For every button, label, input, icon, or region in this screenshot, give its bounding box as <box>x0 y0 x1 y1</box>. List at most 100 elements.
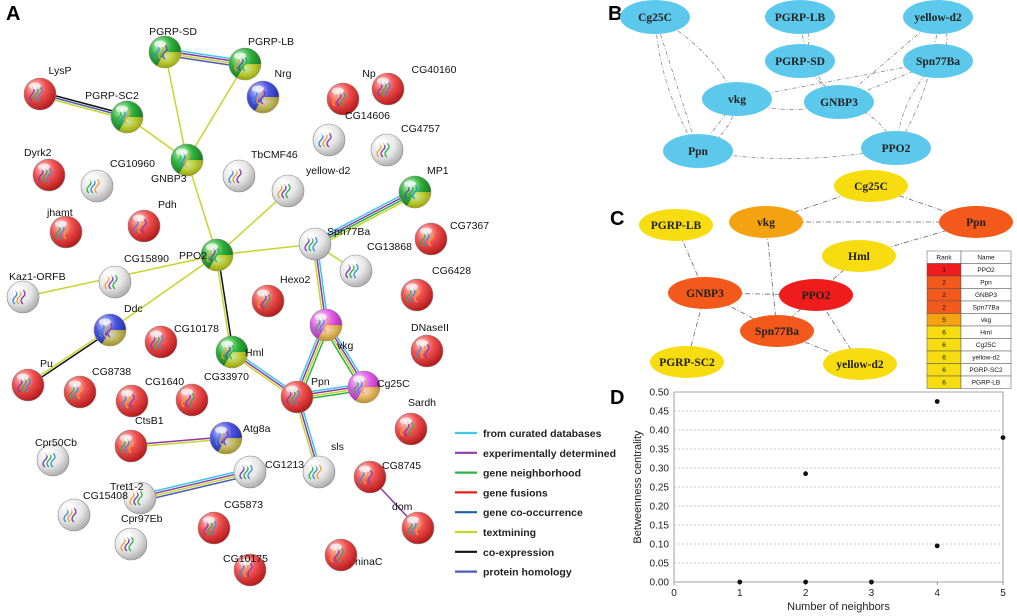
node-label-nrg: Nrg <box>275 68 292 80</box>
node-hml: Hml <box>215 335 264 369</box>
node-label-dyrk2: Dyrk2 <box>24 147 52 159</box>
node-label-ninac: ninaC <box>355 556 383 568</box>
y-tick-label: 0.20 <box>650 502 670 513</box>
node-label-hml: Hml <box>245 347 264 359</box>
b-node-pgrp_sd: PGRP-SD <box>765 44 835 78</box>
node-pu: Pu <box>11 358 53 402</box>
y-tick-label: 0.50 <box>650 388 670 399</box>
y-tick-label: 0.45 <box>650 407 670 418</box>
c-node-label: PGRP-LB <box>651 220 702 232</box>
legend-item: gene fusions <box>455 487 548 499</box>
node-label-cg4757: CG4757 <box>401 123 440 135</box>
node-label-cpr97eb: Cpr97Eb <box>121 513 163 525</box>
b-node-gnbp3: GNBP3 <box>804 85 874 119</box>
edge-ppo2-ddc-textmining <box>109 254 218 331</box>
b-edge-yellow_d2-gnbp3 <box>838 16 939 103</box>
y-tick-label: 0.30 <box>650 464 670 475</box>
node-cg5873: CG5873 <box>197 499 263 545</box>
rank-header: Rank <box>936 255 952 262</box>
node-label-cg1640: CG1640 <box>145 376 184 388</box>
c-node-hml: Hml <box>822 240 896 272</box>
y-tick-label: 0.25 <box>650 483 670 494</box>
node-label-atg8a: Atg8a <box>243 423 271 435</box>
node-gnbp3: GNBP3 <box>151 143 204 185</box>
node-label-ppo2: PPO2 <box>179 250 207 262</box>
node-label-np: Np <box>362 68 376 80</box>
legend-item: co-expression <box>455 547 554 559</box>
c-node-yellow_d2: yellow-d2 <box>823 348 897 380</box>
rank-cell: 6 <box>942 355 946 362</box>
edge-ddc-pu-coexpression <box>28 330 112 387</box>
node-ctsb1: CtsB1 <box>114 415 164 463</box>
name-cell: PGRP-SC2 <box>969 367 1003 374</box>
b-edge-spn77ba-vkg <box>736 60 939 100</box>
node-ppn: Ppn <box>280 376 330 414</box>
node-jhamt: jhamt <box>46 207 83 249</box>
legend-label: from curated databases <box>483 428 602 440</box>
x-tick-label: 4 <box>934 588 940 599</box>
node-label-cg13868: CG13868 <box>367 241 412 253</box>
node-spn77ba: Spn77Ba <box>298 226 370 261</box>
edge-ppo2-spn77ba-textmining <box>216 243 316 256</box>
b-node-label: PPO2 <box>882 143 911 155</box>
b-node-label: Ppn <box>688 146 708 158</box>
b-node-vkg: vkg <box>702 82 772 116</box>
y-tick-label: 0.00 <box>650 578 670 589</box>
node-label-ppn: Ppn <box>311 376 330 388</box>
node-label-cpr50cb: Cpr50Cb <box>35 437 77 449</box>
c-node-label: vkg <box>757 217 775 229</box>
edge-tret1_2-cg1213-curated <box>139 468 250 496</box>
legend-item: experimentally determined <box>455 448 616 460</box>
b-edge-cg25c-ppn <box>654 16 699 152</box>
legend-item: from curated databases <box>455 428 602 440</box>
legend-label: gene co-occurrence <box>483 507 583 519</box>
legend-label: protein homology <box>483 567 572 579</box>
c-node-label: PGRP-SC2 <box>659 357 715 369</box>
b-edge-yellow_d2-spn77ba <box>937 16 948 62</box>
legend-item: gene neighborhood <box>455 468 581 480</box>
legend-item: protein homology <box>455 567 572 579</box>
node-label-ctsb1: CtsB1 <box>135 415 164 427</box>
node-label-tbcmf46: TbCMF46 <box>251 149 298 161</box>
rank-cell: 1 <box>942 267 946 274</box>
name-cell: yellow-d2 <box>972 355 1000 362</box>
node-vkg: vkg <box>309 308 354 352</box>
node-label-cg15408: CG15408 <box>83 490 128 502</box>
node-cg15408: CG15408 <box>57 490 128 532</box>
node-hexo2: Hexo2 <box>251 274 311 318</box>
b-node-ppn: Ppn <box>663 134 733 168</box>
node-label-cg8745: CG8745 <box>382 460 421 472</box>
y-tick-label: 0.15 <box>650 521 670 532</box>
b-node-label: PGRP-SD <box>775 56 825 68</box>
x-axis-title: Number of neighbors <box>787 601 890 613</box>
c-node-label: yellow-d2 <box>836 359 884 371</box>
name-cell: vkg <box>981 317 992 324</box>
node-kaz1_orfb: Kaz1-ORFB <box>6 271 66 314</box>
x-tick-label: 5 <box>1000 588 1006 599</box>
node-label-gnbp3: GNBP3 <box>151 173 187 185</box>
node-ddc: Ddc <box>93 303 143 347</box>
b-node-ppo2: PPO2 <box>861 131 931 165</box>
node-pgrp_lb: PGRP-LB <box>228 36 294 81</box>
name-cell: GNBP3 <box>975 292 997 299</box>
node-label-vkg: vkg <box>337 340 354 352</box>
node-cg10960: CG10960 <box>80 158 155 203</box>
node-label-spn77ba: Spn77Ba <box>327 226 370 238</box>
rank-table-row: 6 yellow-d2 <box>926 350 1012 364</box>
node-atg8a: Atg8a <box>209 421 271 455</box>
node-label-cg10960: CG10960 <box>110 158 155 170</box>
node-cg15890: CG15890 <box>98 253 169 299</box>
c-node-label: GNBP3 <box>686 288 724 300</box>
panel-a-letter: A <box>6 3 20 25</box>
node-label-ddc: Ddc <box>124 303 143 315</box>
y-tick-label: 0.10 <box>650 540 670 551</box>
c-node-ppo2: PPO2 <box>779 279 853 311</box>
node-cg10175: CG10175 <box>223 553 268 587</box>
panel-c-letter: C <box>610 208 624 230</box>
